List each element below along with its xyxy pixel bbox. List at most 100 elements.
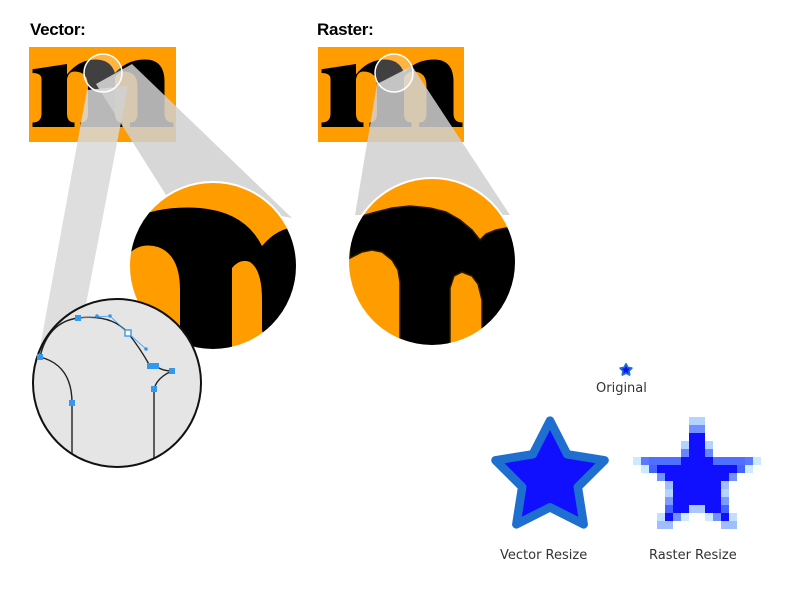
raster-resize-caption: Raster Resize (649, 548, 737, 563)
raster-pixel (681, 449, 689, 457)
raster-pixel (689, 473, 697, 481)
raster-pixel (673, 481, 681, 489)
raster-pixel (689, 457, 697, 465)
raster-pixel (665, 481, 673, 489)
raster-pixel (705, 457, 713, 465)
raster-pixel (689, 481, 697, 489)
raster-pixel (665, 473, 673, 481)
raster-pixel (697, 465, 705, 473)
raster-pixel (705, 505, 713, 513)
raster-pixel (729, 513, 737, 521)
raster-pixel (721, 473, 729, 481)
raster-pixel (689, 497, 697, 505)
raster-pixel (657, 457, 665, 465)
raster-pixel (649, 465, 657, 473)
raster-pixel (713, 489, 721, 497)
raster-pixel (633, 457, 641, 465)
raster-pixel (681, 473, 689, 481)
raster-pixel (705, 481, 713, 489)
raster-pixel (689, 425, 697, 433)
original-star (619, 362, 633, 376)
raster-pixel (697, 473, 705, 481)
raster-pixel (713, 505, 721, 513)
raster-pixel (697, 433, 705, 441)
vector-heading: Vector: (30, 20, 86, 39)
raster-pixel (697, 441, 705, 449)
vector-zoom-cone (96, 64, 292, 218)
raster-pixel (713, 457, 721, 465)
vector-outline-detail (32, 298, 202, 468)
raster-magnifier-circle (374, 53, 414, 93)
raster-pixel (665, 521, 673, 529)
raster-pixel (681, 481, 689, 489)
raster-pixel (721, 489, 729, 497)
raster-pixel (689, 505, 697, 513)
raster-pixel (721, 513, 729, 521)
raster-pixel (673, 473, 681, 481)
raster-pixel (673, 489, 681, 497)
raster-pixel (697, 449, 705, 457)
raster-pixel (729, 473, 737, 481)
raster-pixel (705, 465, 713, 473)
raster-pixel (689, 449, 697, 457)
raster-pixel (721, 457, 729, 465)
raster-pixel (697, 457, 705, 465)
raster-pixel (713, 473, 721, 481)
raster-pixel (681, 465, 689, 473)
raster-pixel (737, 465, 745, 473)
raster-pixel (681, 441, 689, 449)
raster-pixel (713, 513, 721, 521)
raster-pixel (665, 465, 673, 473)
raster-pixel (697, 417, 705, 425)
raster-pixel (689, 465, 697, 473)
raster-pixel (721, 497, 729, 505)
raster-pixel (713, 497, 721, 505)
raster-pixel (705, 449, 713, 457)
raster-pixel (705, 497, 713, 505)
raster-pixel (689, 417, 697, 425)
raster-pixel (665, 457, 673, 465)
raster-pixel (753, 457, 761, 465)
raster-pixel (665, 505, 673, 513)
raster-pixel (705, 513, 713, 521)
raster-pixel (681, 489, 689, 497)
raster-pixel (641, 457, 649, 465)
raster-pixel (657, 473, 665, 481)
raster-pixel (721, 521, 729, 529)
raster-pixel (665, 489, 673, 497)
vector-resize-star (495, 421, 604, 525)
raster-pixel (673, 513, 681, 521)
raster-pixel (721, 481, 729, 489)
raster-pixel (641, 465, 649, 473)
raster-pixel (745, 465, 753, 473)
raster-pixel (673, 465, 681, 473)
raster-pixel (657, 465, 665, 473)
raster-pixel (721, 465, 729, 473)
raster-pixel (705, 489, 713, 497)
raster-pixel (697, 497, 705, 505)
raster-pixel (665, 497, 673, 505)
raster-pixel (713, 481, 721, 489)
raster-pixel (689, 441, 697, 449)
vector-resize-caption: Vector Resize (500, 548, 588, 563)
outline-zoom-cone (35, 86, 128, 375)
raster-pixel (681, 497, 689, 505)
raster-pixel (697, 481, 705, 489)
raster-pixel (745, 457, 753, 465)
raster-resize-star (633, 417, 761, 529)
raster-pixel (689, 433, 697, 441)
control-points (37, 315, 175, 406)
raster-pixel (721, 505, 729, 513)
raster-pixel (705, 441, 713, 449)
raster-pixel (705, 473, 713, 481)
raster-pixel (657, 513, 665, 521)
raster-pixel (713, 465, 721, 473)
raster-zoom-detail (347, 177, 517, 347)
raster-pixel (673, 457, 681, 465)
raster-pixel (737, 457, 745, 465)
raster-pixel (665, 513, 673, 521)
raster-pixel (697, 489, 705, 497)
raster-heading: Raster: (317, 20, 374, 39)
